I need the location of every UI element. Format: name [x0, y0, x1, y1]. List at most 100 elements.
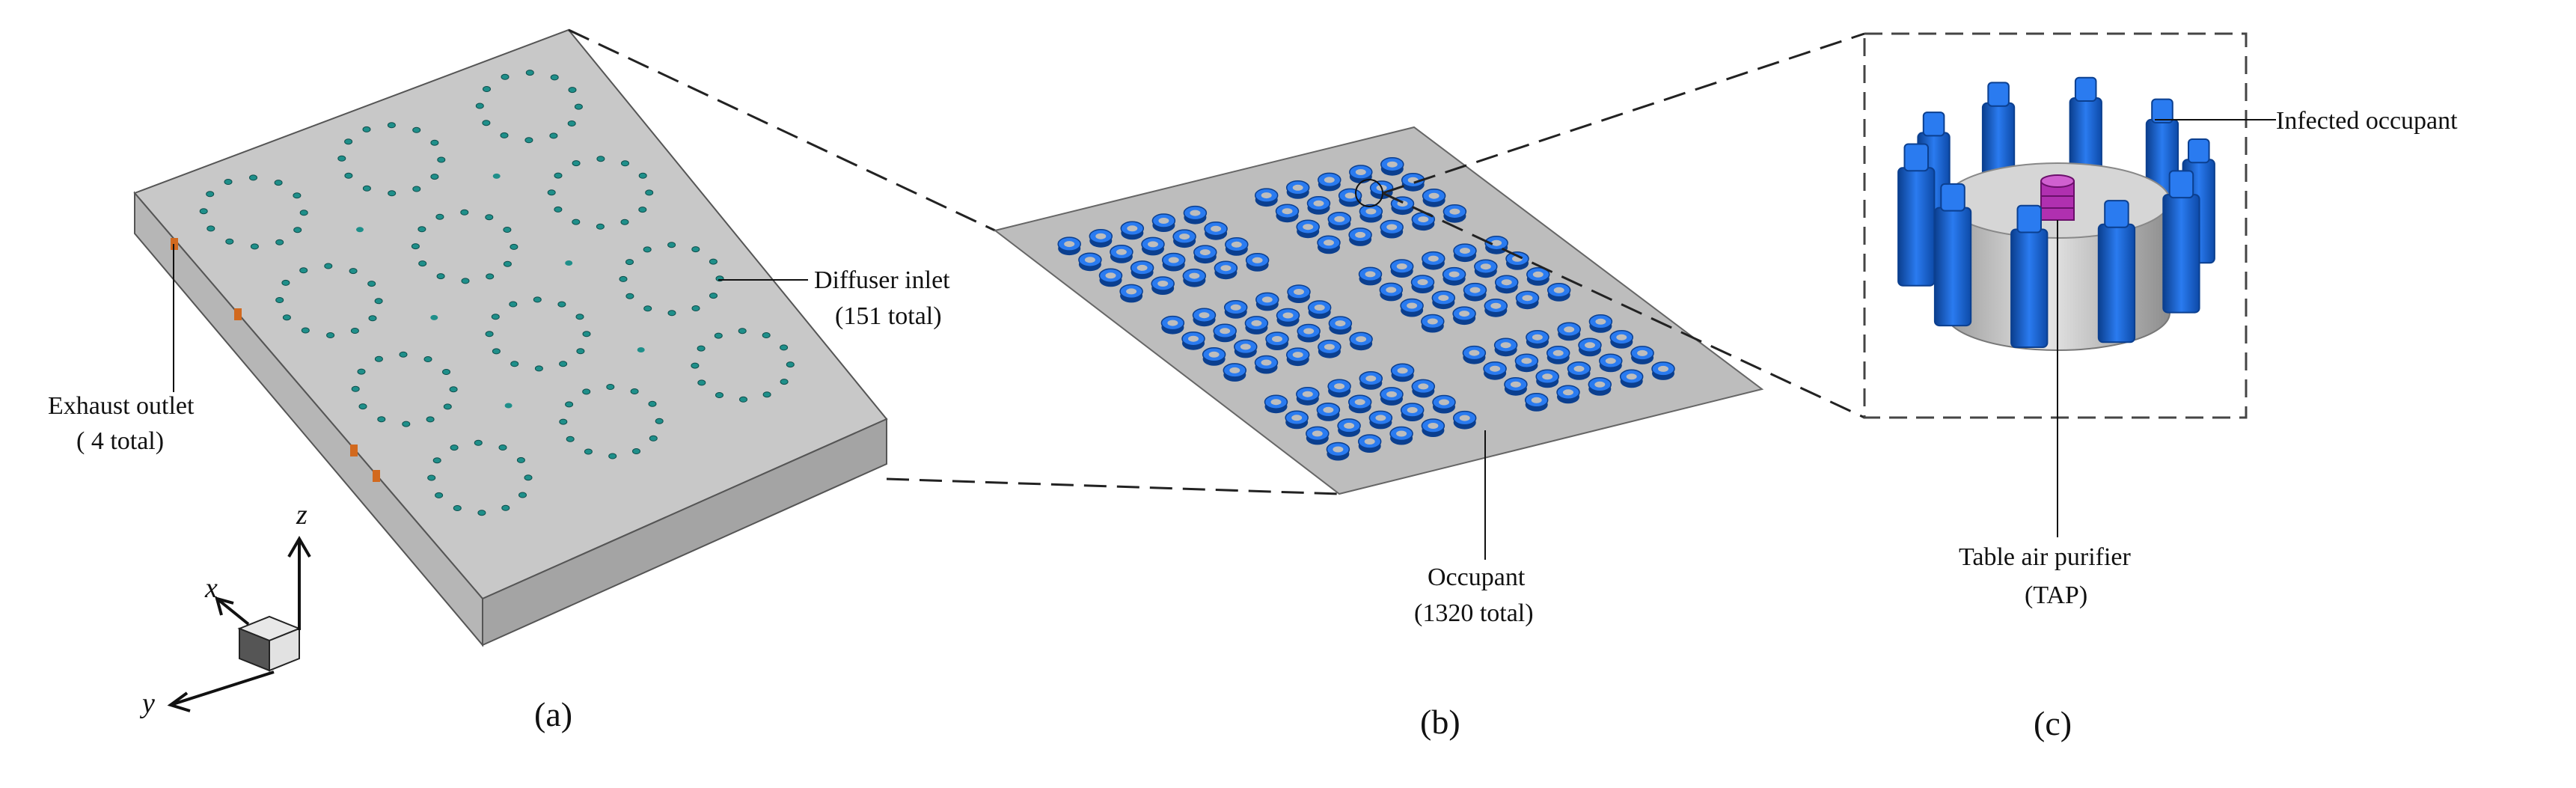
diffuser-inlet-dot: [225, 238, 234, 245]
diffuser-inlet-dot: [432, 457, 441, 464]
occupant-figure: [2162, 170, 2200, 314]
tap-abbrev: (TAP): [2025, 581, 2087, 609]
occupant-ring: [1202, 347, 1226, 366]
diffuser-inlet-dot: [275, 297, 284, 303]
diffuser-inlet-dot: [482, 120, 491, 126]
occupant-ring: [1307, 300, 1332, 319]
diffuser-inlet-dot: [344, 172, 353, 179]
diffuser-inlet-dot: [691, 362, 700, 369]
occupant-ring: [1327, 212, 1352, 230]
occupant-ring: [1483, 361, 1507, 380]
exhaust-outlet-count: ( 4 total): [76, 427, 164, 455]
occupant-ring: [1546, 283, 1571, 302]
occupant-ring: [1526, 267, 1550, 286]
diffuser-inlet-dot: [667, 310, 676, 317]
occupant-ring: [1348, 227, 1372, 246]
front-occupants: [1897, 143, 2200, 348]
occupant-ring: [1431, 290, 1456, 310]
diffuser-inlet-dot: [643, 305, 652, 312]
occupant-ring: [1265, 332, 1289, 350]
diffuser-inlet-dot: [565, 260, 573, 266]
occupant-ring: [1110, 245, 1133, 263]
diffuser-inlet-dot: [344, 138, 353, 145]
zoom-connectors-b-c: [1382, 32, 1865, 419]
diffuser-inlet-dot: [388, 190, 397, 197]
diffuser-inlet-dot: [596, 156, 605, 162]
diffuser-inlet-dot: [356, 227, 364, 233]
occupant-ring: [1359, 204, 1383, 223]
diffuser-inlet-dot: [533, 296, 542, 303]
diffuser-inlet-dot: [574, 103, 583, 110]
diffuser-inlet-dot: [559, 418, 568, 425]
diffuser-inlet-dot: [516, 456, 525, 463]
diffuser-inlet-dot: [199, 208, 208, 215]
diffuser-inlet-dot: [483, 86, 491, 92]
occupant-ring: [1484, 235, 1508, 254]
diffuser-inlet-dot: [504, 403, 513, 409]
diffuser-inlet-dot: [518, 492, 527, 498]
occupant-label: Occupant: [1428, 563, 1526, 591]
diffuser-inlet-dot: [498, 445, 507, 450]
diffuser-inlet-dot: [418, 260, 427, 267]
diffuser-inlet-dot: [249, 174, 257, 181]
occupant-ring: [1452, 306, 1476, 326]
diffuser-inlet-dot: [501, 73, 510, 80]
occupant-ring: [1318, 339, 1341, 358]
diffuser-inlet-dot: [697, 345, 706, 352]
diffuser-inlet-dot: [293, 192, 302, 199]
diffuser-inlet-dot: [326, 332, 335, 338]
occupant-ring: [1244, 316, 1269, 335]
occupant-ring: [1161, 252, 1186, 272]
z-axis-label: z: [296, 499, 308, 531]
diffuser-inlet-dot: [206, 191, 215, 198]
diffuser-inlet-dot: [491, 314, 500, 320]
occupant-ring: [1453, 243, 1477, 263]
diffuser-inlet-dot: [443, 403, 452, 410]
exhaust-outlet-label: Exhaust outlet: [48, 392, 195, 420]
diffuser-inlet-dot: [557, 301, 566, 308]
occupant-ring: [1296, 219, 1320, 239]
occupant-ring: [1557, 322, 1581, 341]
infected-occupant-label: Infected occupant: [2276, 107, 2458, 135]
occupant-ring: [1630, 346, 1654, 364]
exhaust-outlet-marker: [373, 470, 380, 482]
diffuser-inlet-dot: [762, 391, 771, 398]
occupant-ring: [1349, 165, 1373, 183]
diffuser-inlet-dot: [697, 379, 706, 386]
occupant-ring: [1401, 172, 1425, 192]
occupant-ring: [1463, 282, 1487, 302]
diffuser-inlet-dot: [762, 332, 771, 338]
occupant-ring: [1380, 387, 1404, 406]
occupant-ring: [1411, 379, 1436, 398]
table-air-purifier: [2040, 174, 2075, 221]
occupant-ring: [1254, 188, 1279, 207]
diffuser-inlet-dot: [374, 355, 383, 362]
occupant-ring: [1379, 282, 1404, 302]
diffuser-inlet-dot: [274, 180, 283, 186]
occupant-ring: [1651, 361, 1675, 380]
diffuser-inlet-dot: [643, 246, 652, 253]
occupant-ring: [1264, 394, 1288, 414]
diffuser-inlet-dot: [367, 281, 376, 287]
occupant-ring: [1619, 369, 1644, 388]
occupant-ring: [1443, 204, 1467, 223]
diffuser-inlet-dot: [582, 331, 591, 338]
occupant-ring: [1285, 347, 1310, 367]
diffuser-inlet-dot: [461, 278, 470, 284]
diffuser-inlet-dot: [582, 388, 591, 395]
occupant-ring: [1192, 308, 1217, 327]
diffuser-inlet-dot: [411, 243, 420, 250]
diffuser-inlet-dot: [638, 207, 647, 213]
occupant-ring: [1326, 442, 1350, 461]
diffuser-inlet-dot: [501, 504, 510, 511]
occupant-ring: [1515, 290, 1540, 310]
diffuser-inlet-dot: [427, 474, 436, 481]
caption-c: (c): [2034, 704, 2072, 742]
zoom-connectors-a-b: [568, 28, 1340, 495]
diffuser-inlet-dot: [492, 173, 501, 179]
diffuser-inlet-dot: [780, 379, 789, 385]
occupant-ring: [1234, 339, 1258, 358]
diffuser-inlet-dot: [449, 386, 458, 393]
occupant-ring: [1578, 338, 1602, 357]
occupant-ring: [1338, 188, 1362, 207]
